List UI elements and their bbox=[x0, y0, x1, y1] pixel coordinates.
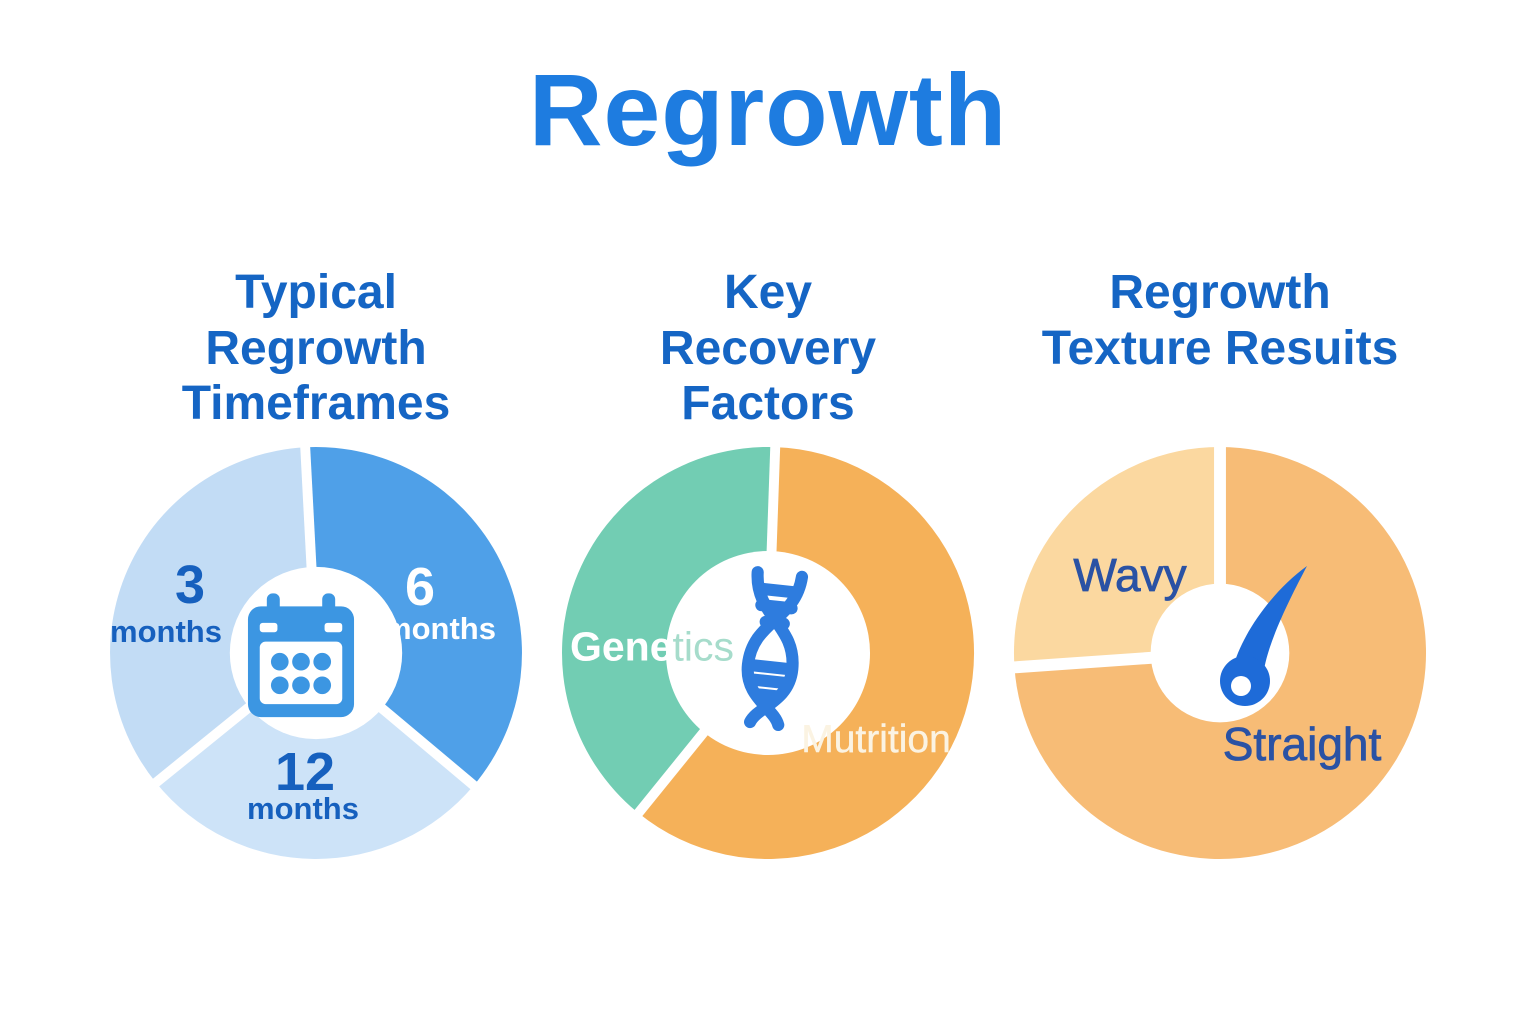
segment-label-nutrition: Mutrition bbox=[801, 718, 951, 761]
chart-block-recovery-factors: Key Recovery Factors Genetics Mutrition bbox=[542, 265, 994, 861]
segment-unit-12: months bbox=[247, 791, 359, 826]
donut-texture-results: Wavy Straight bbox=[1012, 445, 1428, 861]
segment-unit-6: months bbox=[384, 611, 496, 646]
segment-unit-3: months bbox=[110, 614, 222, 649]
page-title: Regrowth bbox=[528, 53, 1008, 167]
calendar-icon bbox=[247, 593, 355, 718]
hair-follicle-icon bbox=[1220, 566, 1307, 706]
donut-chart-texture-results bbox=[1012, 445, 1427, 860]
chart-block-timeframes: Typical Regrowth Timeframes 3 months 6 m… bbox=[90, 265, 542, 861]
donut-timeframes: 3 months 6 months 12 months bbox=[108, 445, 524, 861]
donut-chart-recovery-factors bbox=[562, 445, 975, 859]
chart-block-texture-results: Regrowth Texture Resuits Wavy Straight bbox=[994, 265, 1446, 861]
segment-label-straight: Straight bbox=[1222, 718, 1382, 771]
chart-title-recovery-factors: Key Recovery Factors bbox=[659, 266, 877, 431]
segment-value-3: 3 bbox=[174, 555, 206, 615]
donut-recovery-factors: Genetics Mutrition bbox=[560, 445, 976, 861]
genetics-label-light-part: tics bbox=[672, 623, 735, 670]
segment-label-wavy: Wavy bbox=[1073, 549, 1187, 602]
segment-label-genetics: Genetics bbox=[570, 624, 734, 671]
segment-value-6: 6 bbox=[404, 557, 436, 617]
genetics-label-bold-part: Gene bbox=[569, 623, 673, 670]
chart-title-timeframes: Typical Regrowth Timeframes bbox=[181, 266, 451, 431]
segment-value-12: 12 bbox=[274, 742, 336, 802]
donut-chart-timeframes bbox=[110, 445, 522, 859]
chart-title-texture-results: Regrowth Texture Resuits bbox=[1041, 266, 1399, 375]
dna-icon bbox=[741, 566, 809, 732]
charts-row: Typical Regrowth Timeframes 3 months 6 m… bbox=[0, 265, 1536, 861]
